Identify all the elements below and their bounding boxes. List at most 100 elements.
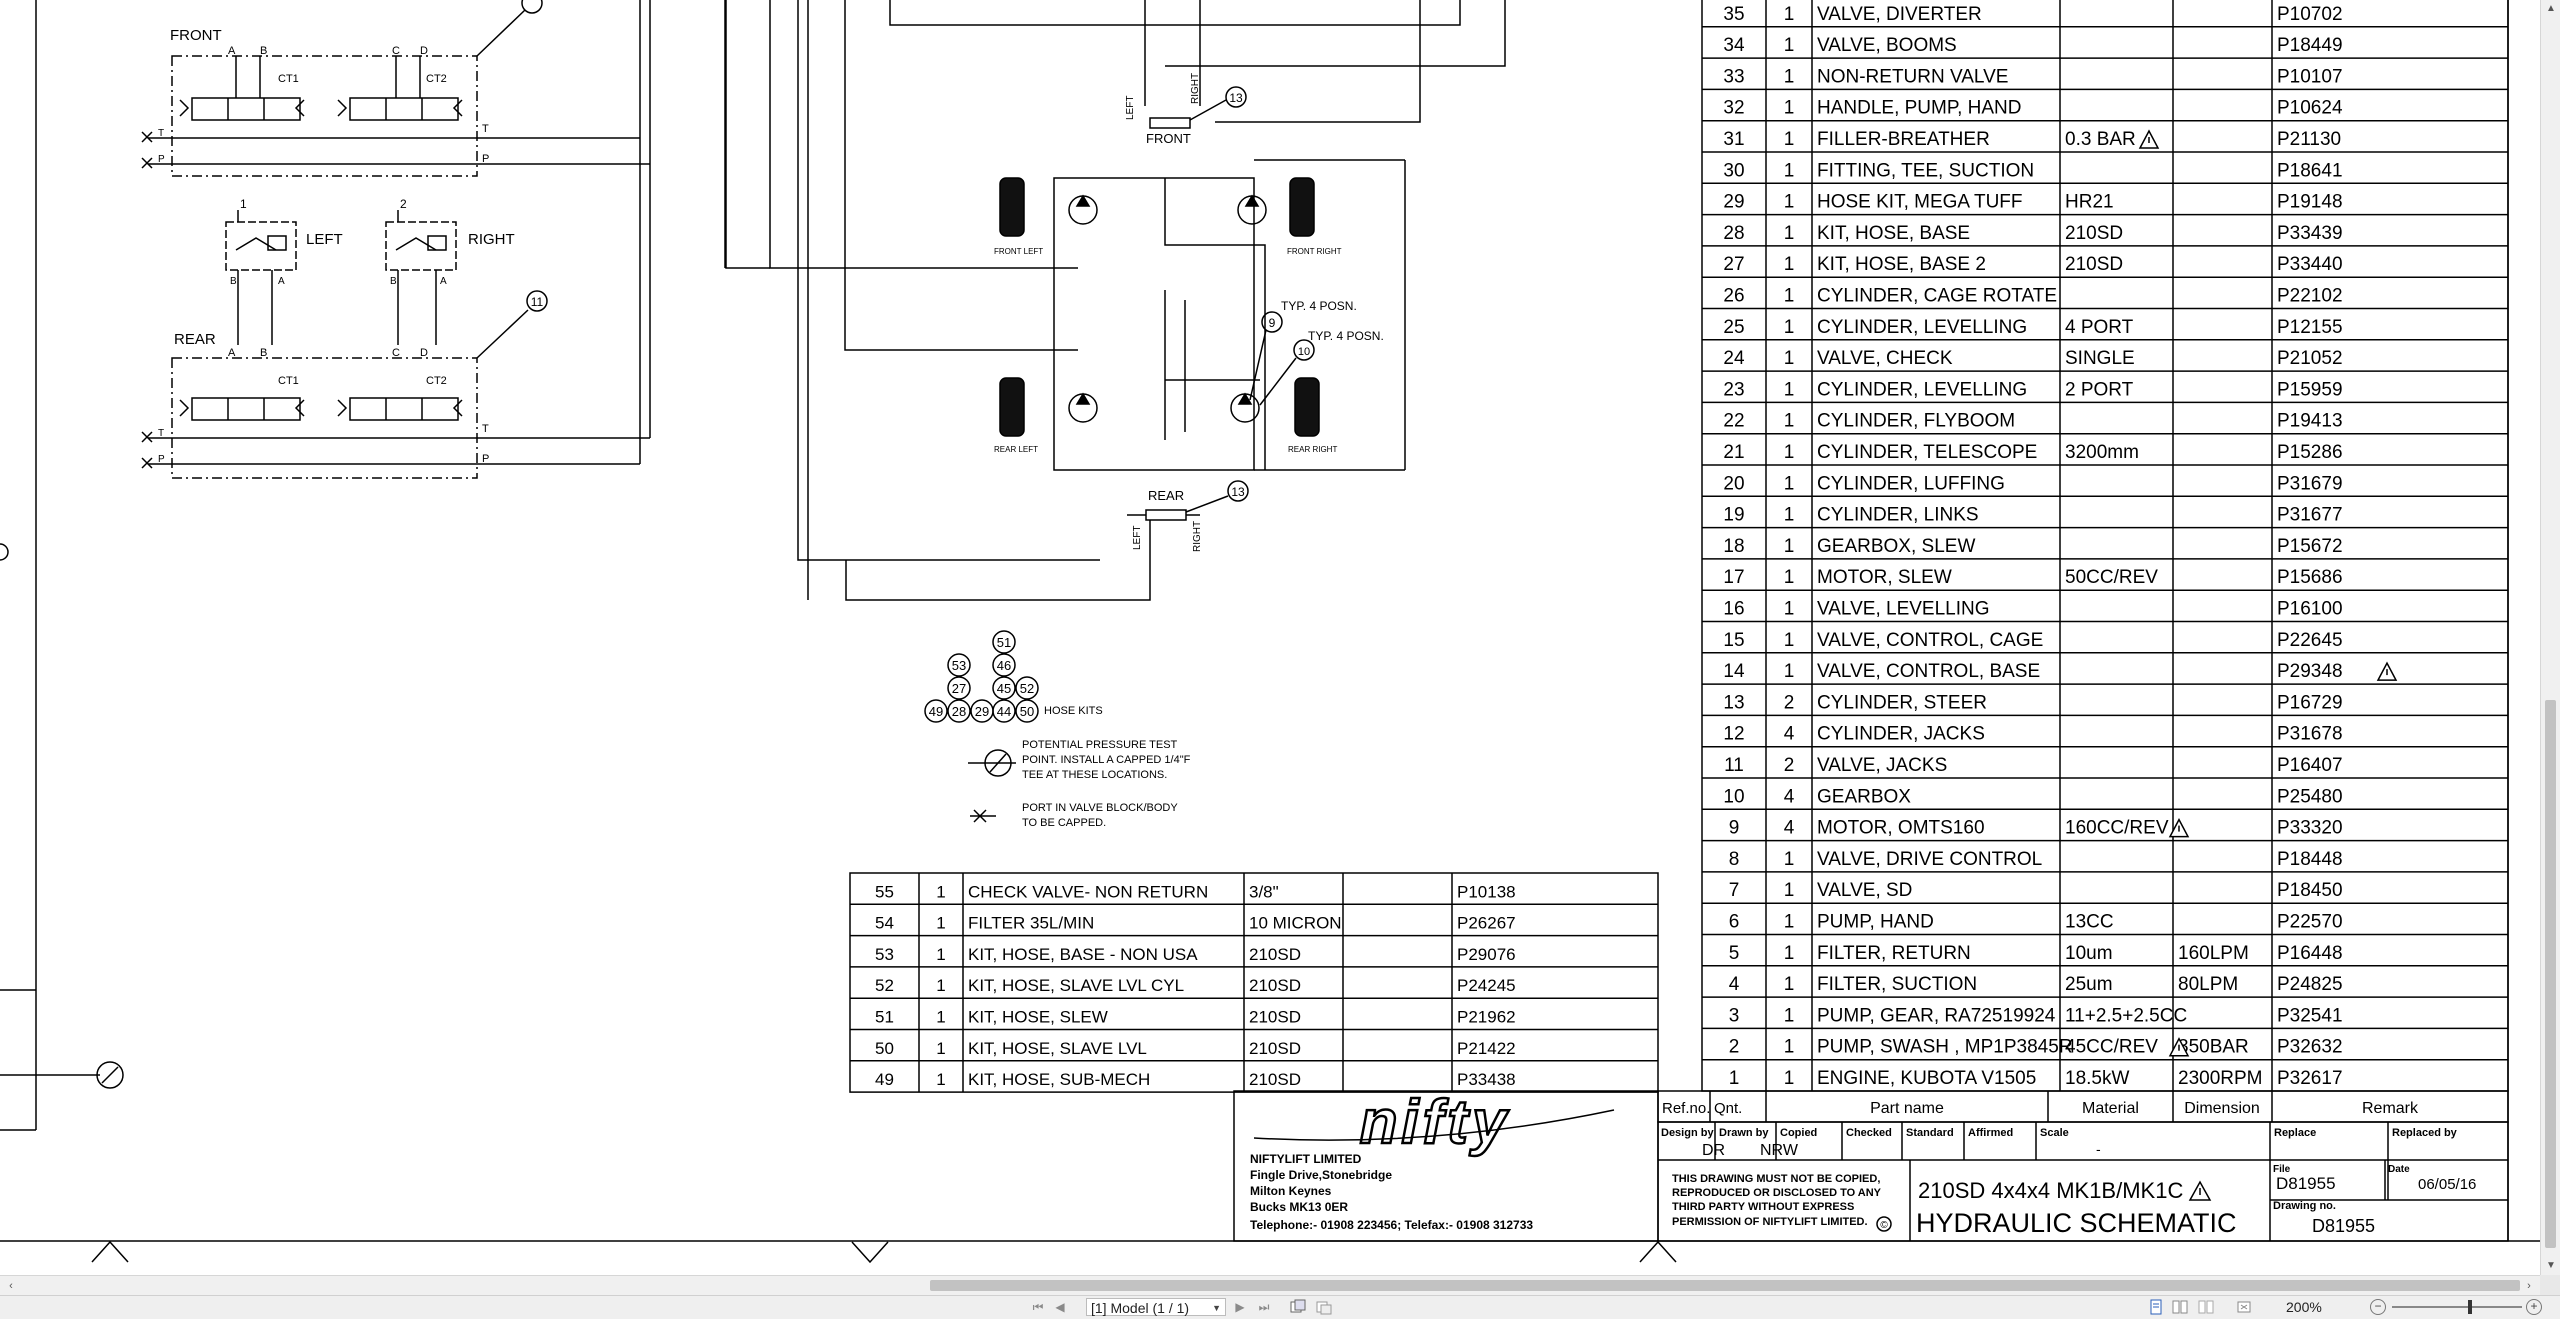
rear-left-wheel: REAR LEFT [994,377,1098,454]
table-cell: 1 [1729,1068,1740,1089]
table-cell: 14 [1723,661,1745,682]
table-cell: P24825 [2277,974,2343,995]
table-cell: 29 [1723,192,1744,213]
scroll-down-arrow-icon[interactable]: ▼ [2546,1260,2556,1271]
zoom-fit-icon[interactable] [2236,1299,2252,1315]
single-page-view-icon[interactable] [2148,1299,2164,1315]
port-label: B [390,276,397,287]
jack-check-valves: 1 2 LEFT RIGHT B A B A [225,197,515,345]
table-cell: 1 [1784,943,1795,964]
table-cell: FILTER 35L/MIN [968,914,1094,933]
port-label: A [228,45,236,57]
port-label: A [228,347,236,359]
bom-header-cell: Material [2082,1100,2139,1117]
first-page-icon[interactable]: ⏮ [1032,1300,1044,1314]
port-label: T [158,428,164,439]
sheet-copy-icon[interactable] [1316,1299,1332,1315]
chevron-down-icon: ▼ [1212,1303,1221,1313]
table-cell: P18448 [2277,849,2343,870]
hose-kit-callout [947,653,971,677]
table-cell: CYLINDER, FLYBOOM [1817,411,2015,432]
scrollbar-corner [2540,1275,2560,1295]
zoom-slider-handle[interactable] [2468,1300,2472,1314]
hose-kits-label: HOSE KITS [1044,705,1103,717]
table-cell: CYLINDER, CAGE ROTATE [1817,286,2057,307]
legend-text: TO BE CAPPED. [1022,817,1106,829]
table-cell: CYLINDER, LEVELLING [1817,317,2027,338]
table-cell: GEARBOX, SLEW [1817,536,1975,557]
table-cell: 53 [875,945,894,964]
prev-page-icon[interactable]: ◀ [1055,1300,1065,1314]
table-cell: 1 [936,1070,945,1089]
horizontal-scroll-thumb[interactable] [930,1280,2520,1291]
table-cell: 3 [1729,1005,1740,1026]
last-page-icon[interactable]: ⏭ [1258,1300,1270,1314]
table-cell: P16407 [2277,755,2343,776]
vertical-scrollbar[interactable]: ▲ ▼ [2540,0,2560,1275]
table-cell: 28 [1723,223,1744,244]
table-cell: 1 [1784,286,1795,307]
table-cell: P10624 [2277,98,2343,119]
sheet-selector[interactable]: [1] Model (1 / 1) ▼ [1086,1298,1226,1316]
zoom-in-button[interactable]: + [2526,1299,2542,1315]
table-cell: P31679 [2277,473,2343,494]
table-cell: 21 [1723,442,1744,463]
multi-page-view-icon[interactable] [2172,1299,2188,1315]
capped-port-legend: PORT IN VALVE BLOCK/BODY TO BE CAPPED. [970,802,1178,829]
table-cell: KIT, HOSE, BASE 2 [1817,254,1986,275]
table-cell: 1 [1784,4,1795,25]
callout-number: 13 [1229,91,1243,105]
scroll-left-arrow-icon[interactable]: ‹ [9,1280,13,1292]
table-cell: 1 [1784,661,1795,682]
table-cell: P26267 [1457,914,1516,933]
table-cell: VALVE, BOOMS [1817,35,1957,56]
table-cell: 4 PORT [2065,317,2134,338]
table-cell: P33438 [1457,1070,1516,1089]
port-label: C [392,45,400,57]
table-cell: 10 [1723,786,1744,807]
company-line: Fingle Drive,Stonebridge [1250,1168,1392,1182]
sheet-export-icon[interactable] [1290,1299,1306,1315]
zoom-out-button[interactable]: − [2370,1299,2386,1315]
book-view-icon[interactable] [2198,1299,2214,1315]
hose-kit-number: 29 [975,704,989,719]
table-cell: 13 [1723,692,1744,713]
bom-header-cell: Dimension [2184,1100,2260,1117]
table-cell: P15672 [2277,536,2343,557]
table-cell: P32632 [2277,1037,2343,1058]
copyright-symbol: © [1880,1220,1888,1231]
typ-posn-note: TYP. 4 POSN. [1281,299,1357,313]
table-cell: P18450 [2277,880,2343,901]
table-cell: 350BAR [2178,1037,2249,1058]
title-label: Affirmed [1968,1127,2013,1139]
table-cell: KIT, HOSE, BASE - NON USA [968,945,1198,964]
port-label: T [482,123,489,135]
table-cell: VALVE, SD [1817,880,1912,901]
ct-label: CT1 [278,73,299,85]
port-label: P [482,453,489,465]
table-cell: 27 [1723,254,1744,275]
table-cell: 1 [936,945,945,964]
drawing-model: 210SD 4x4x4 MK1B/MK1C [1918,1178,2183,1203]
table-cell: 2300RPM [2178,1068,2263,1089]
zoom-slider[interactable] [2392,1306,2522,1308]
drawing-canvas[interactable]: FRONT A B C D CT1 CT2 T P T P 1 2 [0,0,2540,1275]
table-cell: 1 [1784,66,1795,87]
next-page-icon[interactable]: ▶ [1235,1300,1245,1314]
zoom-level[interactable]: 200% [2286,1299,2322,1315]
table-cell: P16729 [2277,692,2343,713]
vertical-scroll-thumb[interactable] [2545,700,2556,1248]
scroll-right-arrow-icon[interactable]: › [2527,1280,2531,1292]
steer-right-label: RIGHT [1192,521,1203,552]
wheel-label: FRONT LEFT [994,247,1043,256]
table-cell: P22570 [2277,912,2343,933]
table-cell: 80LPM [2178,974,2238,995]
callout-number: 1 [240,197,247,211]
table-cell: 1 [1784,473,1795,494]
hose-kit-callout [924,699,948,723]
table-cell: 1 [1784,98,1795,119]
horizontal-scrollbar[interactable]: ‹ › [0,1275,2540,1295]
port-label: D [420,45,428,57]
hose-kit-callout [1015,676,1039,700]
scroll-up-arrow-icon[interactable]: ▲ [2546,3,2556,14]
